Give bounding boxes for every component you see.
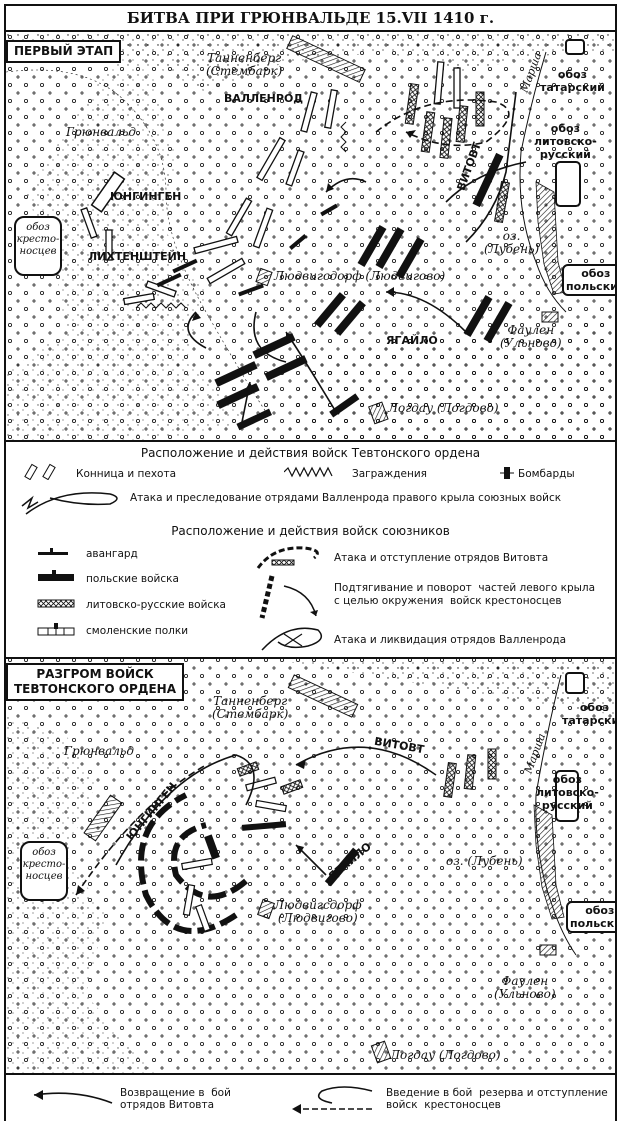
legend-reserve: Введение в бой резерва и отступление вой… (386, 1087, 608, 1111)
legend-vitovt-attack: Атака и отступление отрядов Витовта (334, 552, 549, 564)
legend-cavalry: Конница и пехота (76, 468, 177, 480)
label2-faulen: Фаулен (Ульново) (494, 974, 556, 1001)
label-faulen: Фаулен (Ульново) (500, 323, 562, 350)
cavalry-symbol (24, 463, 56, 480)
label-grunwald: Грюнвальд (66, 125, 137, 139)
vitovt-attack-symbol (256, 546, 319, 569)
legend-bombards: Бомбарды (518, 468, 575, 480)
legend1-heading: Расположение и действия войск Тевтонског… (140, 446, 481, 460)
label-wallenrod: ВАЛЛЕНРОД (224, 92, 304, 105)
map-frame: БИТВА ПРИ ГРЮНВАЛЬДЕ 15.VII 1410 г. (4, 4, 617, 1121)
label-oboz-tatar: обоз татарский (540, 68, 605, 94)
vanguard-symbol (38, 548, 68, 555)
legend-main: Расположение и действия войск Тевтонског… (6, 440, 615, 659)
label2-oboz-tatar: обоз татарский (562, 701, 615, 727)
label-logdau: Логдау (Логдово) (388, 401, 499, 415)
stage2-terrain (6, 655, 615, 1073)
label-jungingen: ЮНГИНГЕН (110, 190, 182, 203)
label-oboz-lithuanian: обоз литовско- русский (534, 122, 597, 161)
label2-oboz-polish: обоз польский (566, 901, 615, 933)
label2-ludwigsdorf: Людвигсдорф (Людвигово) (274, 898, 362, 925)
stage1-terrain (6, 32, 615, 440)
label-oboz-polish: обоз польский (562, 264, 615, 296)
liquidation-symbol (261, 627, 323, 651)
reserve-symbol (292, 1086, 373, 1114)
legend-obstacles: Заграждения (352, 468, 427, 480)
map-title: БИТВА ПРИ ГРЮНВАЛЬДЕ 15.VII 1410 г. (6, 6, 615, 32)
label-tannenberg: Танненберг (Стембарк) (206, 51, 283, 78)
label2-oboz-crusaders: обоз кресто- носцев (20, 841, 68, 901)
label2-tannenberg: Танненберг (Стембарк) (212, 694, 289, 721)
obstacles-symbol (284, 466, 333, 478)
legend-lithuanian: литовско-русские войска (86, 599, 226, 611)
label-lake: оз. (Лубень) (484, 229, 540, 256)
legend2-heading: Расположение и действия войск союзников (171, 524, 450, 538)
legend-polish: польские войска (86, 573, 179, 585)
polish-symbol (38, 570, 74, 581)
return-symbol (33, 1090, 113, 1104)
legend-bottom: Возвращение в бой отрядов Витовта Введен… (6, 1073, 615, 1121)
stage2-map: РАЗГРОМ ВОЙСК ТЕВТОНСКОГО ОРДЕНА Танненб… (6, 655, 615, 1073)
smolensk-symbol (37, 623, 75, 636)
legend-vanguard: авангард (86, 548, 138, 560)
lithuanian-symbol (37, 599, 75, 608)
label-jagiello: ЯГАЙЛО (386, 334, 438, 347)
label2-oboz-lithuanian: обоз литовско- русский (536, 773, 599, 812)
label2-lake: оз. (Лубень) (446, 854, 523, 868)
stage1-map: ПЕРВЫЙ ЭТАП Танненберг (Стембарк) ВАЛЛЕН… (6, 32, 615, 440)
legend-attack: Атака и преследование отрядами Валленрод… (130, 492, 562, 504)
label-lichtenstein: ЛИХТЕНШТЕЙН (88, 250, 187, 263)
label2-logdau: Логдау (Логдово) (390, 1048, 501, 1062)
stage1-heading: ПЕРВЫЙ ЭТАП (6, 40, 122, 63)
left-wing-symbol (259, 575, 318, 619)
attack-symbol (21, 492, 118, 515)
legend-smolensk: смоленские полки (86, 625, 189, 637)
legend-return: Возвращение в бой отрядов Витовта (120, 1087, 231, 1111)
label-ludwigsdorf: Людвигсдорф (Людвигово) (274, 269, 446, 283)
legend-liquidation: Атака и ликвидация отрядов Валленрода (334, 634, 567, 646)
bombards-symbol (500, 467, 514, 479)
legend-left-wing: Подтягивание и поворот частей левого кры… (334, 582, 596, 607)
stage2-heading: РАЗГРОМ ВОЙСК ТЕВТОНСКОГО ОРДЕНА (6, 663, 185, 701)
label2-grunwald: Грюнвальд (64, 744, 135, 758)
label-oboz-crusaders: обоз кресто- носцев (14, 216, 62, 276)
